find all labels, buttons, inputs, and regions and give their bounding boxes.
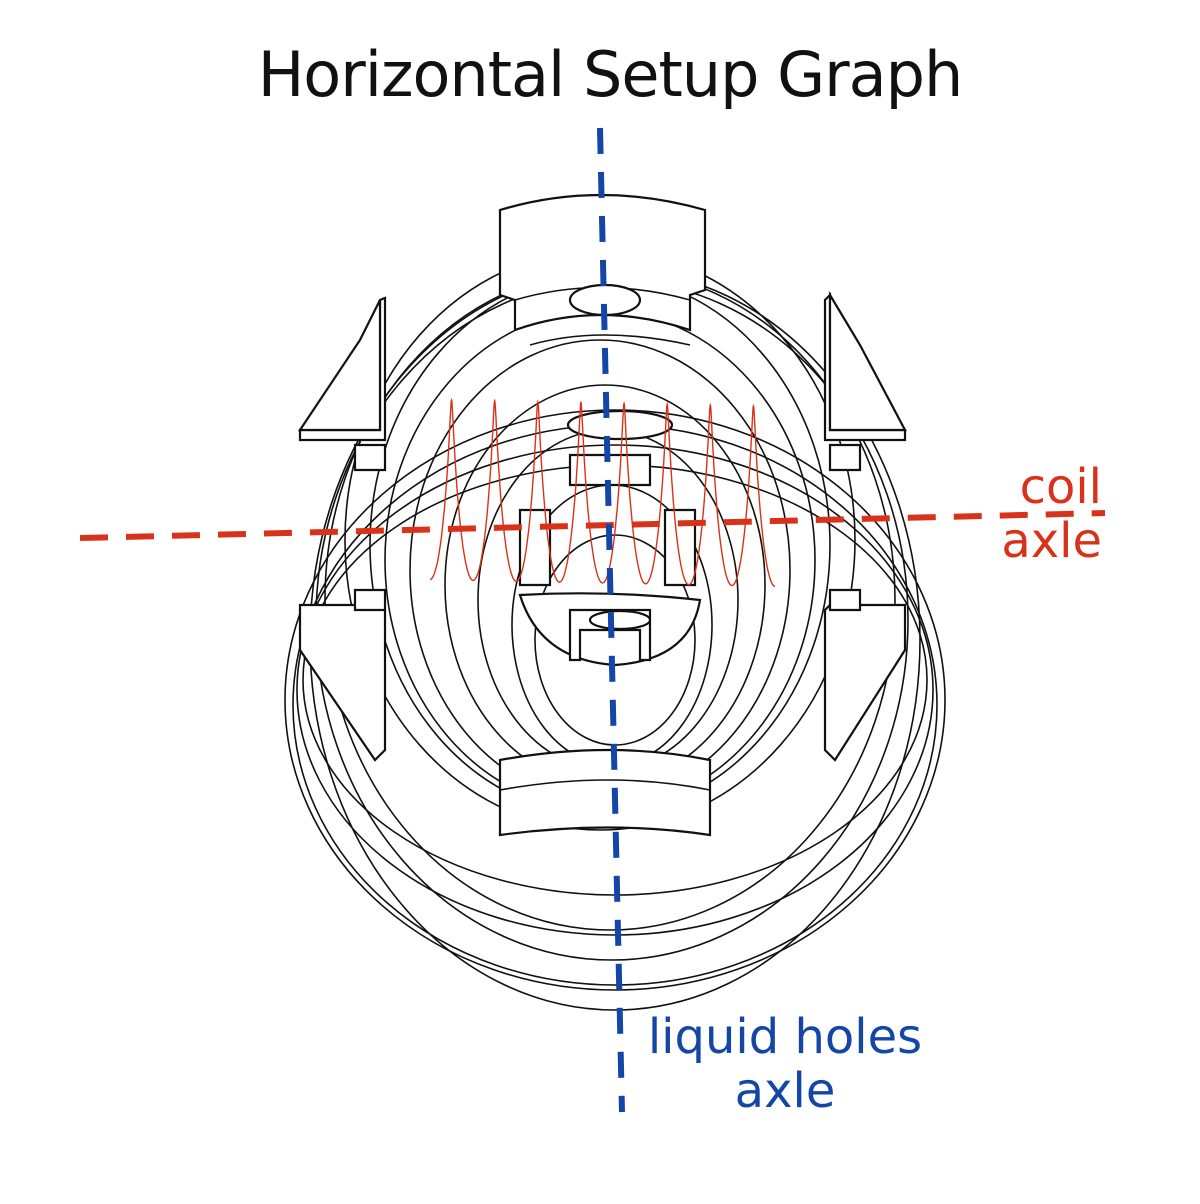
- right-clip: [823, 291, 907, 762]
- diagram-title: Horizontal Setup Graph: [257, 38, 964, 111]
- liquid-label-line-2: axle: [734, 1063, 836, 1119]
- liquid-holes-axle-label: liquid holes axle: [640, 1010, 930, 1118]
- liquid-hole-upper: [566, 409, 674, 441]
- coil-label-line-2: axle: [1001, 513, 1102, 569]
- coil-spring: [429, 397, 776, 588]
- bottom-tab: [498, 748, 712, 837]
- coil-axle-line: [79, 510, 1106, 541]
- coil-label-line-1: coil: [1019, 459, 1102, 515]
- left-clip: [297, 296, 387, 762]
- liquid-label-line-1: liquid holes: [647, 1009, 923, 1065]
- liquid-holes-axle-line: [597, 127, 625, 1113]
- inner-rings: [344, 249, 856, 831]
- coil-axle-label: coil axle: [1001, 460, 1102, 568]
